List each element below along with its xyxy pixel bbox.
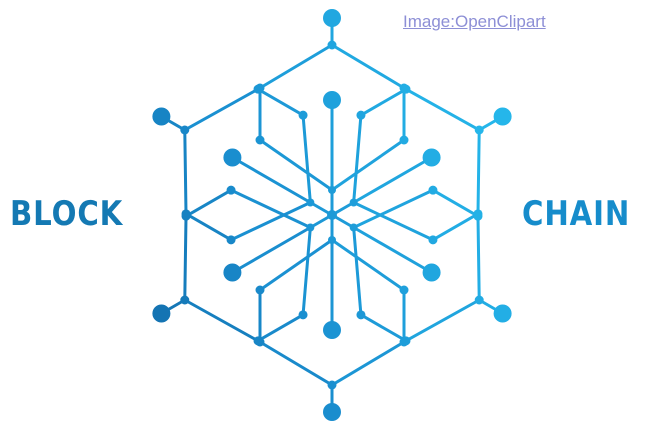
network-node — [428, 186, 437, 195]
network-edge — [260, 342, 332, 385]
network-node — [350, 199, 358, 207]
network-edge — [354, 115, 361, 202]
network-node — [323, 403, 341, 421]
network-node — [152, 108, 170, 126]
network-node — [327, 210, 337, 220]
network-edge — [433, 214, 478, 240]
image-credit-link[interactable]: Image:OpenClipart — [403, 12, 546, 32]
network-node — [180, 126, 189, 135]
network-node — [323, 9, 341, 27]
network-node — [428, 235, 437, 244]
network-edge — [185, 216, 186, 300]
network-edge — [186, 214, 231, 240]
network-edge — [361, 89, 406, 115]
network-node — [254, 336, 263, 345]
network-node — [475, 126, 484, 135]
network-edge — [260, 45, 332, 88]
network-node — [323, 321, 341, 339]
network-node — [227, 235, 236, 244]
network-node — [256, 286, 265, 295]
network-edge — [406, 89, 479, 130]
network-node — [356, 310, 365, 319]
network-edge — [186, 190, 231, 216]
network-node — [350, 224, 358, 232]
network-node — [356, 111, 365, 120]
network-node — [256, 136, 265, 145]
network-node — [494, 108, 512, 126]
network-edge — [332, 45, 404, 88]
network-node — [400, 338, 409, 347]
network-edge — [332, 240, 404, 290]
network-node — [323, 91, 341, 109]
network-edge — [361, 315, 406, 341]
network-node — [227, 186, 236, 195]
network-node — [475, 296, 484, 305]
network-edge — [185, 300, 258, 341]
chain-wordmark: CHAIN — [522, 197, 630, 231]
network-edge — [303, 228, 310, 315]
network-node — [328, 381, 337, 390]
network-edge — [354, 228, 361, 315]
network-edge — [258, 315, 303, 341]
network-edge — [260, 140, 332, 190]
network-node — [223, 149, 241, 167]
network-node — [152, 305, 170, 323]
network-node — [306, 199, 314, 207]
network-edge — [478, 216, 479, 300]
network-edge — [258, 89, 303, 115]
network-node — [223, 264, 241, 282]
network-edge — [406, 300, 479, 341]
network-node — [328, 186, 336, 194]
network-edge — [185, 130, 186, 214]
network-edge — [185, 89, 258, 130]
network-node — [328, 41, 337, 50]
block-wordmark: BLOCK — [10, 197, 123, 231]
network-node — [423, 264, 441, 282]
network-edge — [478, 130, 479, 214]
network-node — [494, 305, 512, 323]
network-edge — [332, 342, 404, 385]
network-edge — [303, 115, 310, 202]
network-node — [423, 149, 441, 167]
network-node — [400, 136, 409, 145]
network-node — [299, 111, 308, 120]
network-node — [328, 236, 336, 244]
network-edge — [433, 190, 478, 216]
network-node — [254, 85, 263, 94]
network-edge — [332, 140, 404, 190]
network-edge — [260, 240, 332, 290]
network-node — [401, 85, 410, 94]
network-node — [306, 224, 314, 232]
network-node — [400, 286, 409, 295]
network-node — [473, 212, 482, 221]
network-node — [299, 310, 308, 319]
network-node — [180, 296, 189, 305]
network-node — [182, 209, 191, 218]
network-nodes — [152, 9, 511, 421]
